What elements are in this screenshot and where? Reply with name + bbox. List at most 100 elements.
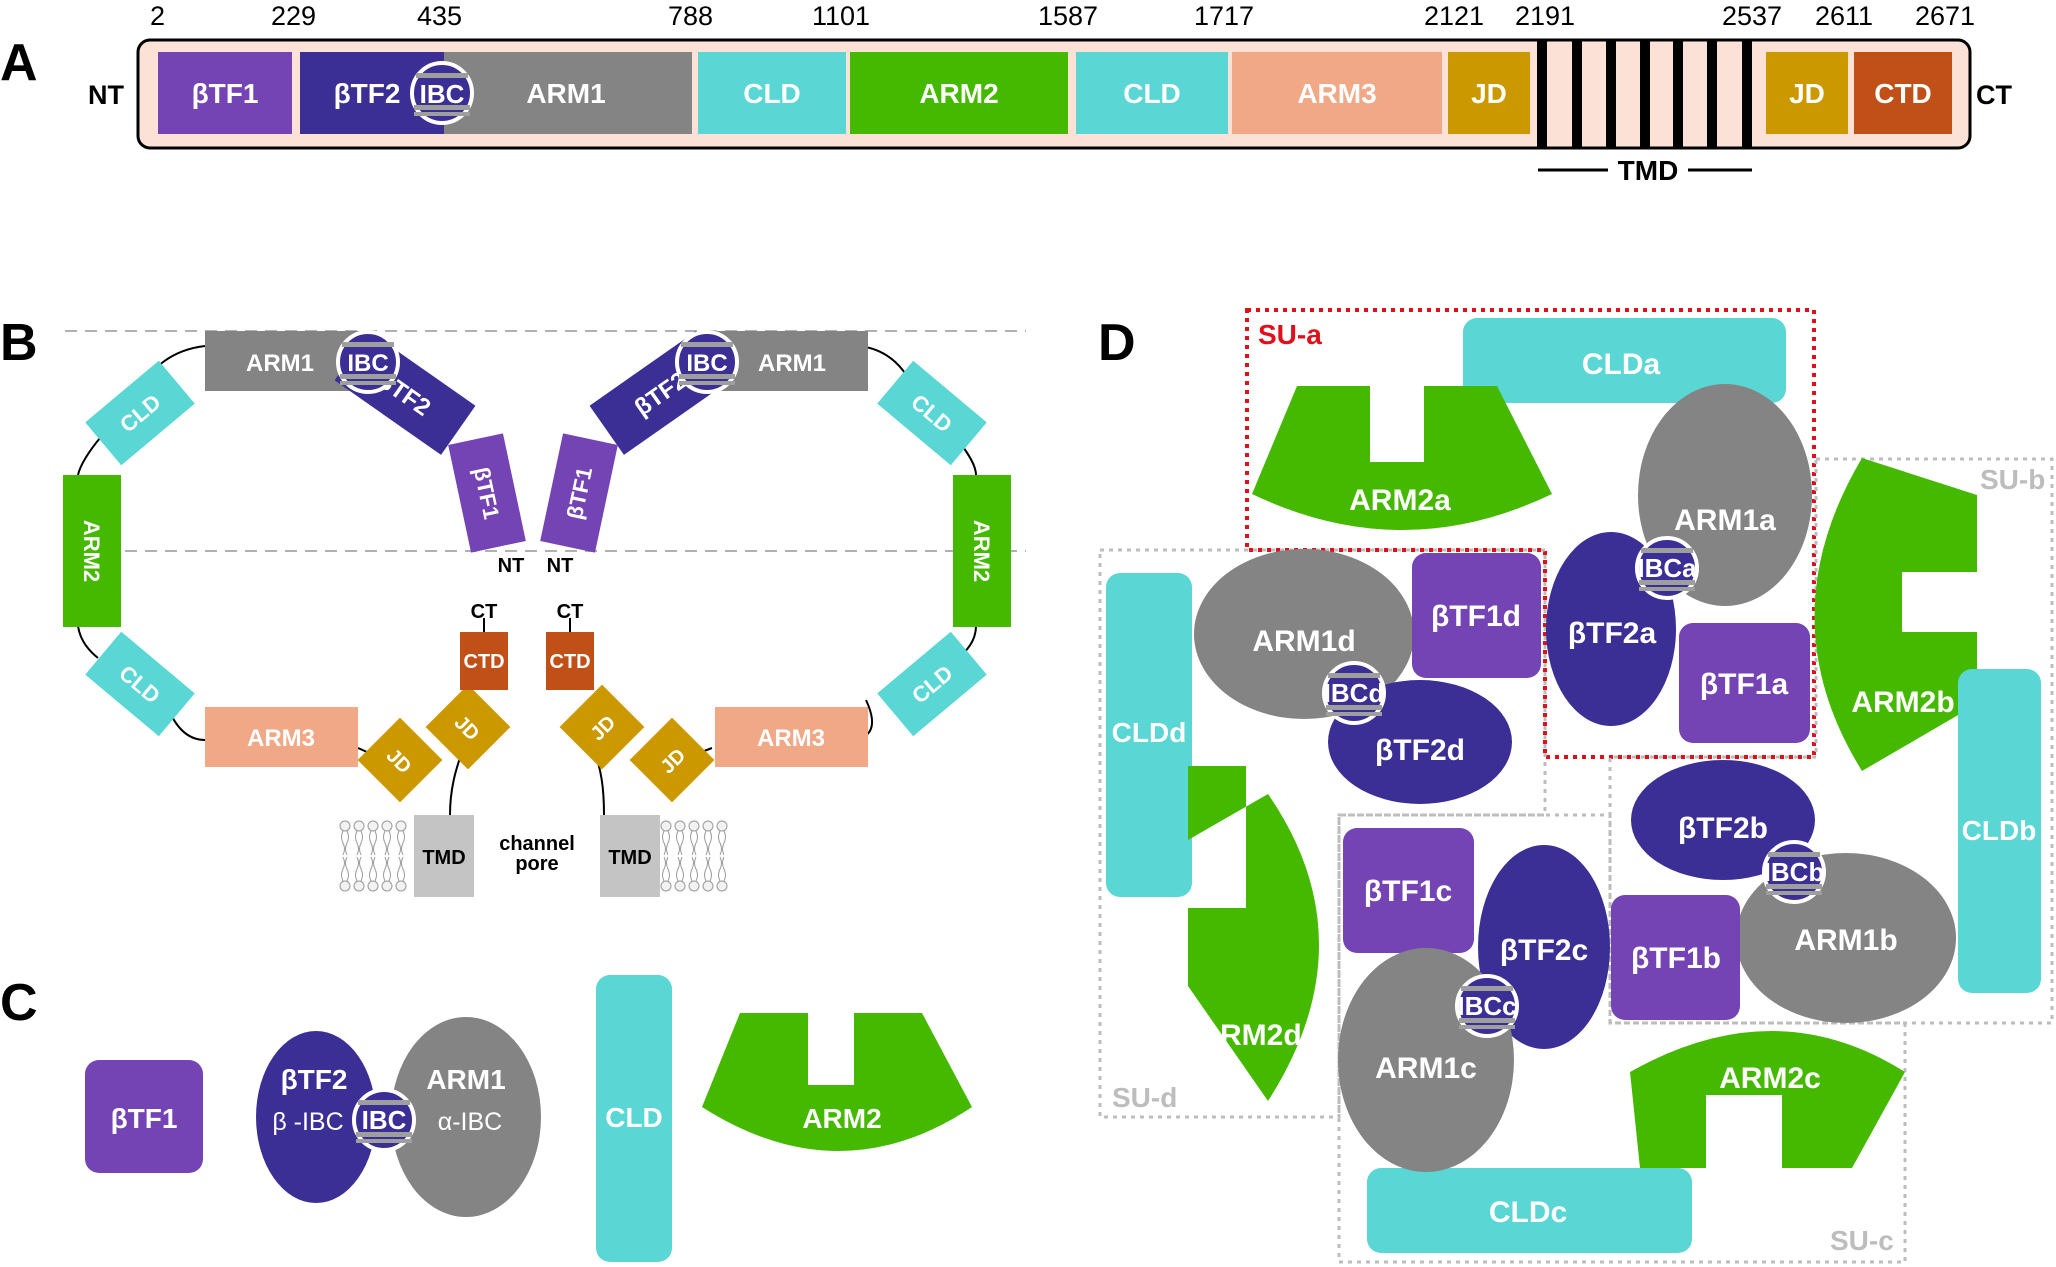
c-arm2: ARM2 bbox=[702, 1013, 972, 1151]
svg-text:ARM2: ARM2 bbox=[802, 1103, 881, 1134]
d-ibca: IBCa bbox=[1635, 536, 1699, 600]
d-btf1a: βTF1a bbox=[1679, 623, 1810, 743]
svg-text:CLDd: CLDd bbox=[1112, 717, 1187, 748]
c-cld: CLD bbox=[596, 975, 672, 1262]
svg-text:ARM1c: ARM1c bbox=[1375, 1052, 1477, 1085]
svg-text:CLD: CLD bbox=[1123, 78, 1181, 109]
lipid-head bbox=[381, 820, 393, 856]
svg-text:βTF2a: βTF2a bbox=[1568, 617, 1657, 650]
pos-1587: 1587 bbox=[1038, 1, 1098, 31]
svg-text:βTF1: βTF1 bbox=[192, 78, 259, 109]
domain-arm1: ARM1 bbox=[436, 52, 692, 134]
lipid-head bbox=[716, 820, 728, 856]
su-a-boundary bbox=[1245, 308, 1816, 759]
lipid-head bbox=[339, 820, 351, 856]
svg-text:ARM1: ARM1 bbox=[426, 1064, 505, 1095]
b-right-ct: CT bbox=[557, 601, 584, 623]
svg-text:ARM2d: ARM2d bbox=[1198, 1019, 1301, 1052]
d-ibcc: IBCc bbox=[1455, 974, 1519, 1038]
svg-text:IBCc: IBCc bbox=[1457, 991, 1516, 1021]
svg-text:IBC: IBC bbox=[362, 1105, 407, 1135]
membrane-left bbox=[339, 820, 407, 892]
tm-helices bbox=[1537, 40, 1752, 148]
lipid-head bbox=[353, 820, 365, 856]
d-clda: CLDa bbox=[1463, 318, 1786, 403]
svg-text:βTF2: βTF2 bbox=[334, 78, 401, 109]
d-arm2d: ARM2d bbox=[1188, 766, 1319, 1101]
c-arm1: ARM1 α-IBC bbox=[391, 1017, 541, 1217]
pos-2: 2 bbox=[150, 1, 165, 31]
b-left-ct: CT bbox=[471, 601, 498, 623]
b-right-cld-bottom: CLD bbox=[877, 631, 987, 737]
svg-text:ARM3: ARM3 bbox=[247, 725, 315, 752]
b-right-jd-inner: JD bbox=[559, 684, 645, 770]
d-ibcd: IBCd bbox=[1322, 661, 1386, 725]
b-left-jd-outer: JD bbox=[357, 717, 443, 803]
svg-text:CLDb: CLDb bbox=[1962, 815, 2037, 846]
svg-text:ARM3: ARM3 bbox=[1297, 78, 1376, 109]
c-btf2: βTF2 β -IBC bbox=[256, 1031, 376, 1203]
lipid-head bbox=[381, 856, 393, 892]
svg-text:pore: pore bbox=[515, 853, 558, 875]
svg-text:channel: channel bbox=[499, 833, 575, 855]
domain-jd-2: JD bbox=[1766, 52, 1848, 134]
domain-btf1: βTF1 bbox=[158, 52, 292, 134]
domain-ibc: IBC bbox=[410, 61, 474, 125]
svg-text:TMD: TMD bbox=[422, 847, 465, 869]
c-ibc: IBC bbox=[352, 1088, 416, 1152]
position-labels: 2 229 435 788 1101 1587 1717 2121 2191 2… bbox=[150, 1, 1975, 31]
svg-text:CTD: CTD bbox=[549, 651, 590, 673]
b-right-ibc: IBC bbox=[675, 330, 739, 394]
lipid-head bbox=[367, 820, 379, 856]
pos-1101: 1101 bbox=[812, 1, 870, 31]
b-right-arm2: ARM2 bbox=[953, 475, 1011, 627]
lipid-head bbox=[702, 856, 714, 892]
su-b-label: SU-b bbox=[1980, 464, 2045, 495]
svg-text:IBC: IBC bbox=[686, 350, 727, 377]
panel-label-a: A bbox=[0, 34, 38, 92]
panel-label-c: C bbox=[0, 974, 38, 1032]
svg-text:ARM1b: ARM1b bbox=[1794, 924, 1897, 957]
svg-text:JD: JD bbox=[1471, 78, 1507, 109]
svg-text:βTF1b: βTF1b bbox=[1631, 942, 1721, 975]
svg-text:IBCb: IBCb bbox=[1764, 857, 1825, 887]
b-left-jd-inner: JD bbox=[425, 684, 511, 770]
svg-text:βTF2c: βTF2c bbox=[1500, 934, 1588, 967]
ct-label-a: CT bbox=[1976, 80, 2012, 110]
su-a-label: SU-a bbox=[1258, 319, 1322, 350]
lipid-head bbox=[674, 856, 686, 892]
svg-text:TMD: TMD bbox=[1618, 155, 1679, 186]
channel-pore-label: channel pore bbox=[499, 833, 575, 875]
b-left-arm2: ARM2 bbox=[63, 475, 121, 627]
nt-label-a: NT bbox=[88, 80, 124, 110]
pos-435: 435 bbox=[417, 1, 462, 31]
pos-2121: 2121 bbox=[1424, 1, 1484, 31]
b-left-cld-top: CLD bbox=[85, 360, 195, 466]
b-left-cld-bottom: CLD bbox=[85, 631, 195, 737]
d-ibcb: IBCb bbox=[1762, 840, 1826, 904]
svg-text:IBC: IBC bbox=[420, 79, 465, 109]
lipid-head bbox=[660, 820, 672, 856]
svg-text:ARM1: ARM1 bbox=[246, 350, 314, 377]
lipid-head bbox=[339, 856, 351, 892]
b-left-arm3: ARM3 bbox=[205, 707, 358, 767]
pos-2191: 2191 bbox=[1515, 1, 1575, 31]
pos-229: 229 bbox=[271, 1, 316, 31]
svg-text:ARM1: ARM1 bbox=[526, 78, 605, 109]
d-btf1c: βTF1c bbox=[1343, 828, 1474, 953]
svg-text:CTD: CTD bbox=[463, 651, 504, 673]
b-left-nt: NT bbox=[498, 555, 525, 577]
svg-text:TMD: TMD bbox=[608, 847, 651, 869]
d-arm2b: ARM2b bbox=[1814, 458, 1977, 771]
lipid-head bbox=[702, 820, 714, 856]
b-right-ctd: CTD bbox=[546, 632, 594, 690]
svg-text:βTF1d: βTF1d bbox=[1431, 600, 1521, 633]
d-arm2a: ARM2a bbox=[1252, 386, 1552, 530]
lipid-head bbox=[395, 856, 407, 892]
su-c-boundary bbox=[1337, 813, 1907, 1264]
svg-text:CLD: CLD bbox=[605, 1102, 663, 1133]
svg-text:CLDa: CLDa bbox=[1582, 348, 1661, 381]
pos-788: 788 bbox=[668, 1, 713, 31]
lipid-head bbox=[395, 820, 407, 856]
